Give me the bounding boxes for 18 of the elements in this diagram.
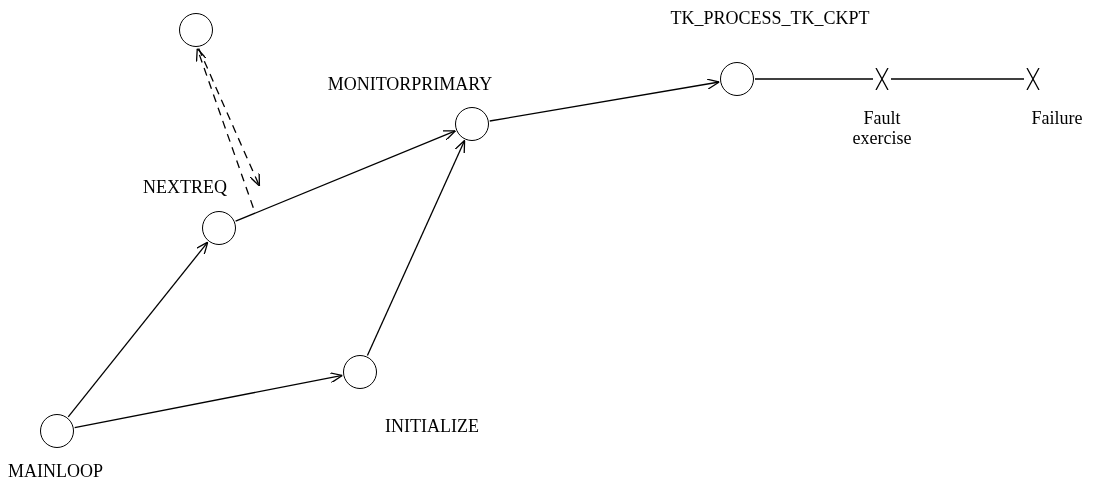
arrow [67,241,209,418]
state-label: MONITORPRIMARY [326,74,494,94]
cross-mark [1026,68,1040,90]
state-label: INITIALIZE [385,416,480,436]
state-label: Failure [1030,108,1084,128]
line [890,78,1025,80]
state-label: MAINLOOP [8,461,104,481]
line [754,78,874,80]
state-label: TK_PROCESS_TK_CKPT [669,8,871,28]
dashed-arrow [198,47,261,187]
state-label: NEXTREQ [142,177,227,197]
cross-mark [875,68,889,90]
arrow [235,130,456,222]
dashed-arrow [195,48,254,209]
state-label: Fault exercise [851,108,913,148]
arrow [74,372,343,429]
arrow [489,78,720,122]
arrow [366,139,466,357]
